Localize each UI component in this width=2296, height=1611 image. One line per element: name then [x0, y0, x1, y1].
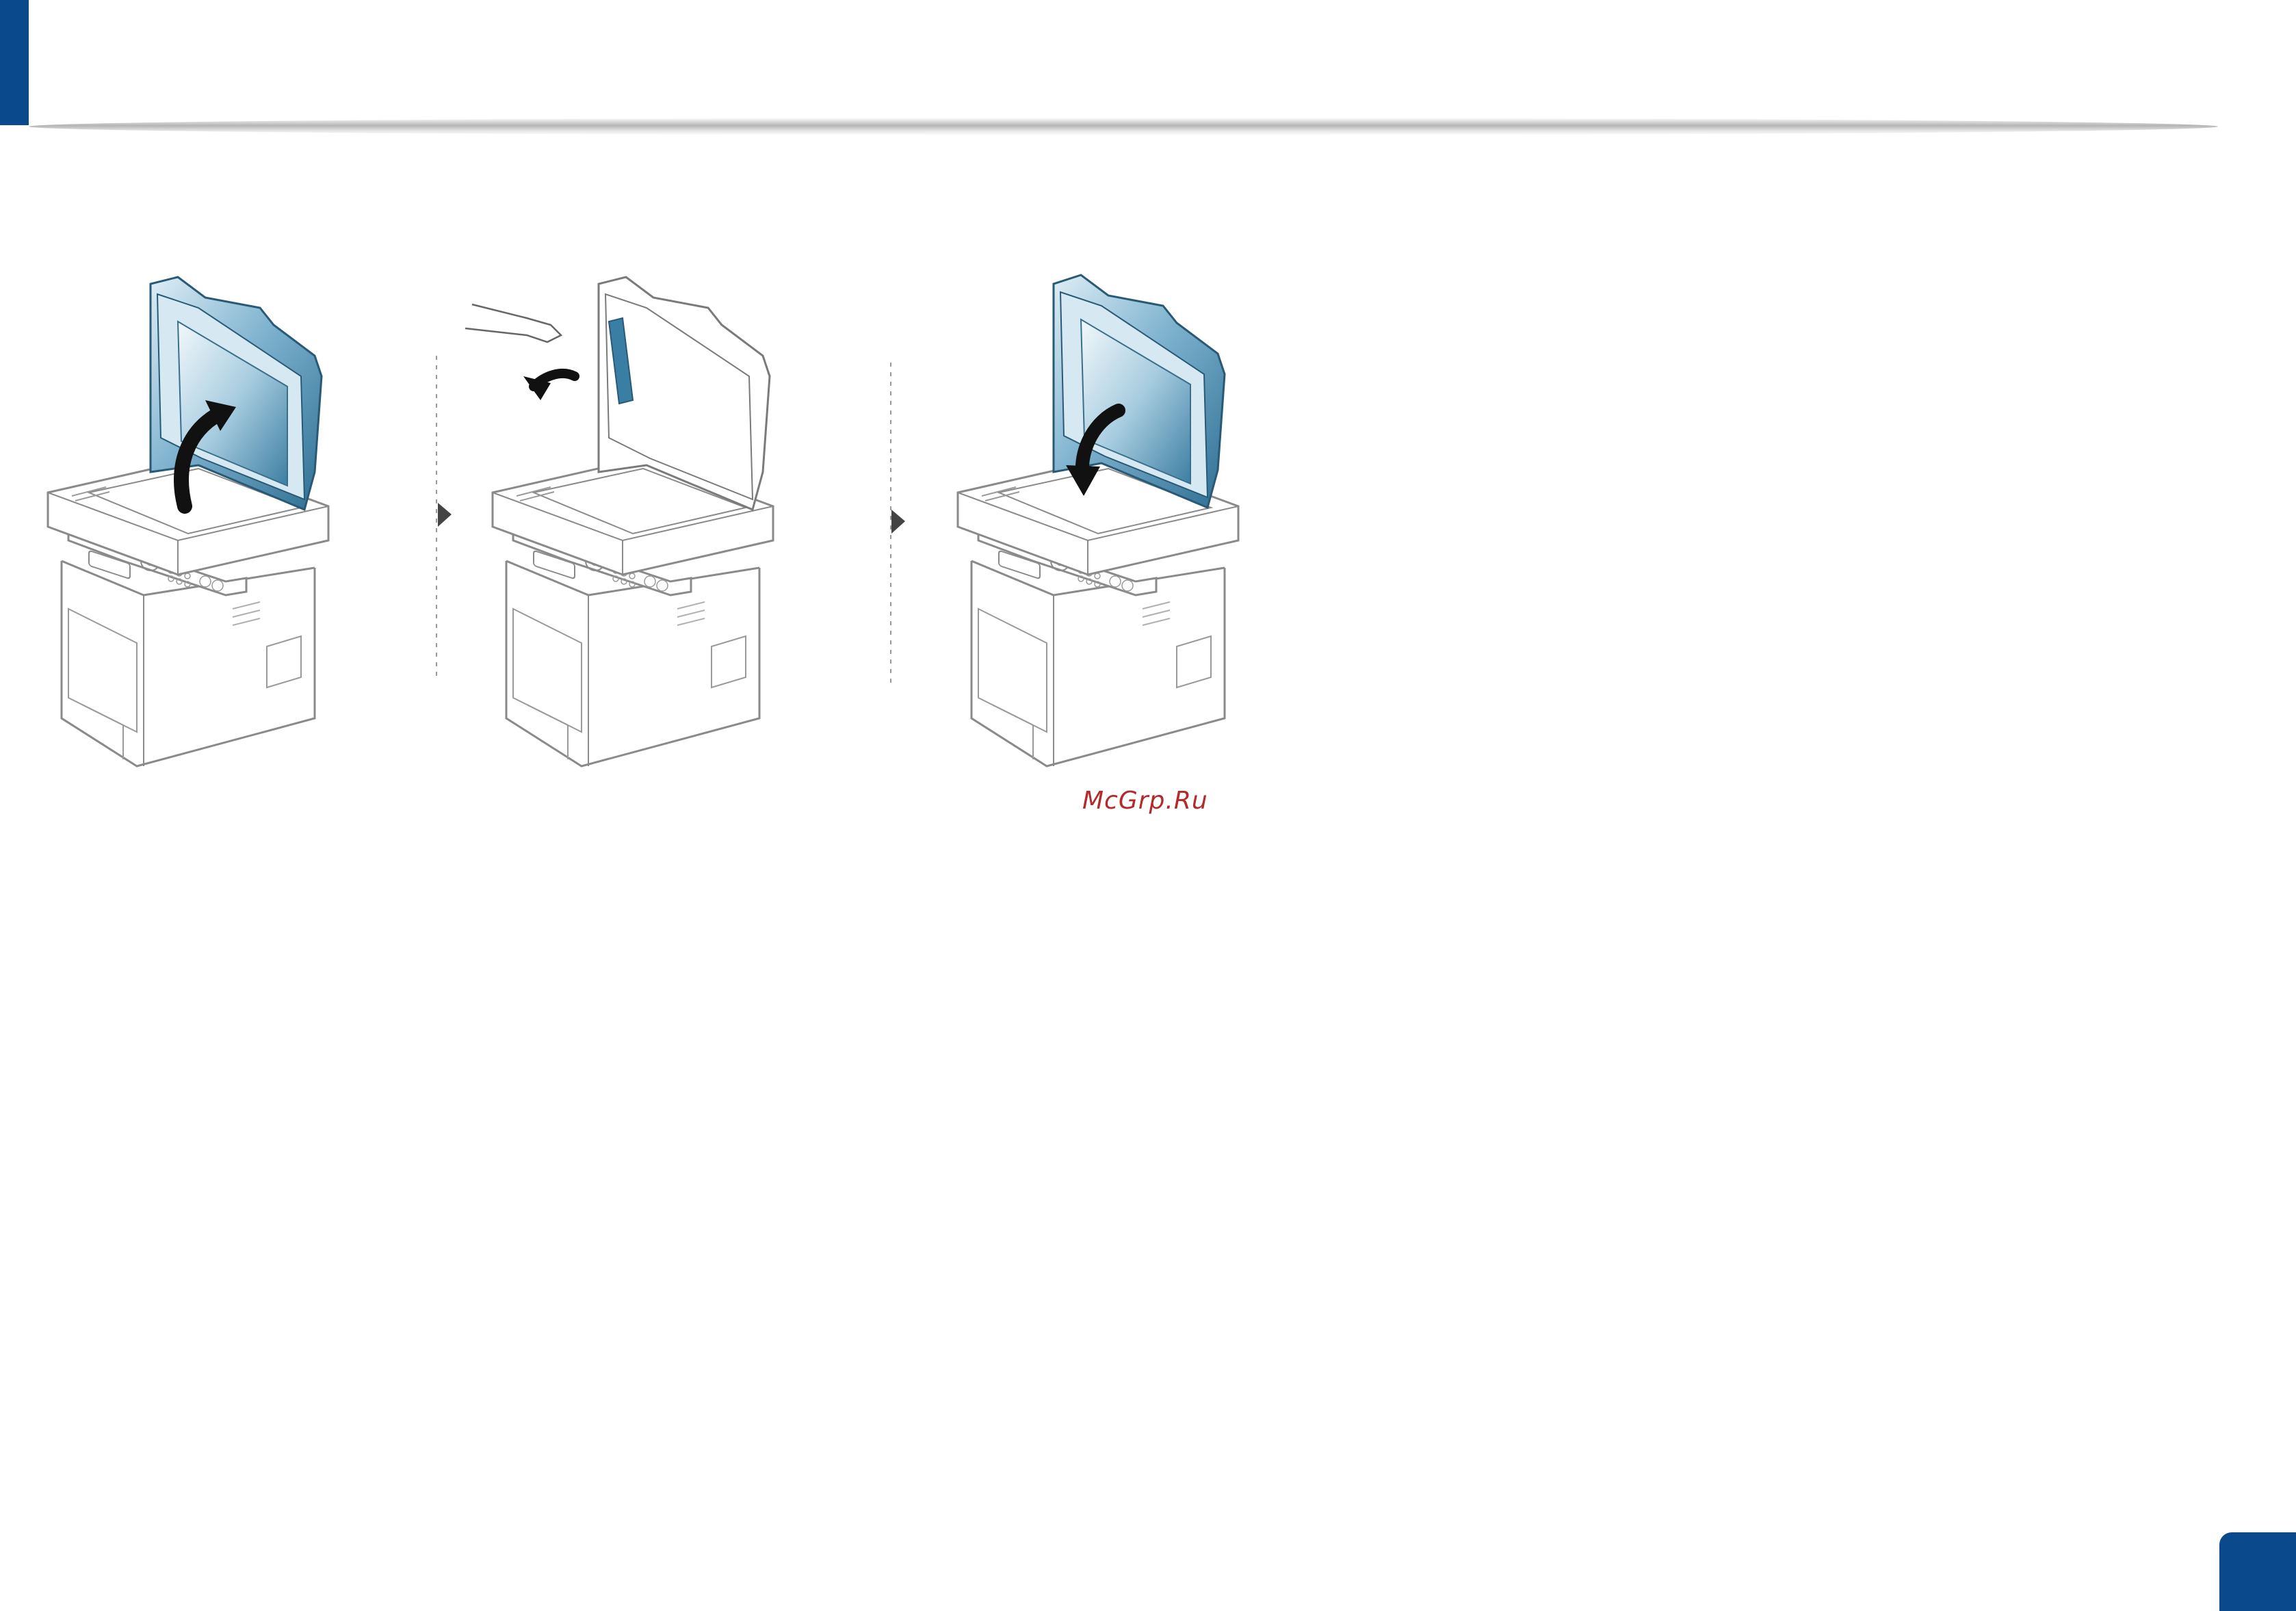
- header-corner-tab: [0, 0, 29, 125]
- curved-arrow-left-icon: [523, 374, 575, 400]
- paper-jam-illustration: [41, 267, 1341, 800]
- step-1-open-lid: [48, 277, 328, 766]
- step-3-close-lid: [958, 275, 1238, 766]
- page-number-tab: [2219, 1532, 2296, 1611]
- watermark-text: McGrp.Ru: [1082, 787, 1208, 815]
- step-2-remove-paper: [465, 277, 773, 766]
- header-divider: [29, 118, 2218, 135]
- triangle-right-icon: [891, 510, 905, 534]
- triangle-right-icon: [438, 503, 452, 527]
